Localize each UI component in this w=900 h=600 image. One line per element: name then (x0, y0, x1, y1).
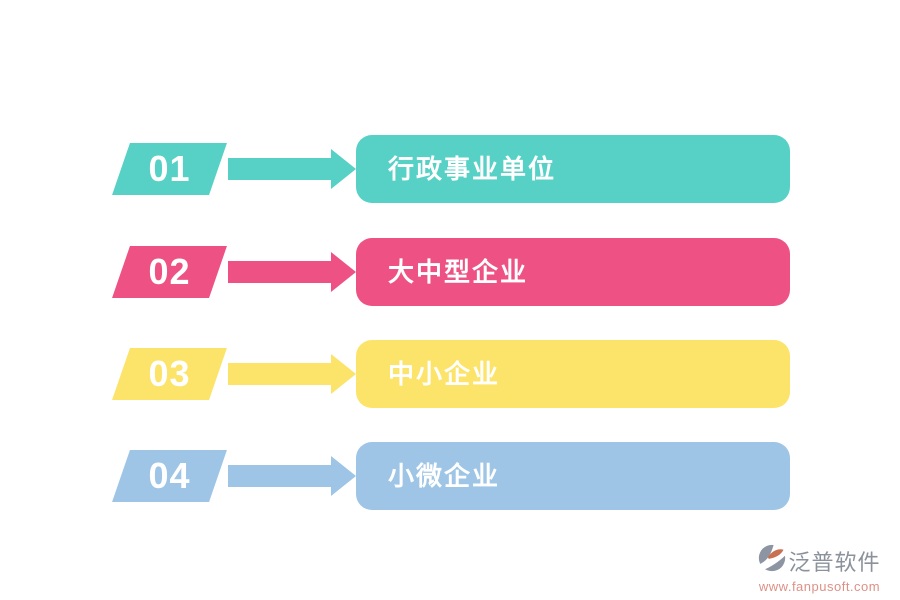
step-label-bar (356, 135, 790, 203)
step-label: 小微企业 (388, 461, 501, 491)
fanpu-logo-icon (758, 543, 787, 578)
step-number: 01 (148, 148, 191, 189)
step-label-bar (356, 238, 790, 306)
step-row-3: 03 中小企业 (0, 340, 900, 408)
arrow-icon (228, 261, 332, 283)
arrow-head-icon (331, 456, 356, 496)
arrow-head-icon (331, 354, 356, 394)
arrow-head-icon (331, 252, 356, 292)
step-label: 行政事业单位 (388, 154, 557, 184)
step-number: 03 (148, 353, 191, 394)
arrow-icon (228, 158, 332, 180)
arrow-icon (228, 363, 332, 385)
step-label: 大中型企业 (388, 257, 529, 287)
step-label-bar (356, 442, 790, 510)
watermark-brand: 泛普软件 (788, 549, 881, 575)
step-row-2: 02 大中型企业 (0, 238, 900, 306)
watermark-url: www.fanpusoft.com (758, 579, 881, 594)
step-label: 中小企业 (388, 359, 501, 389)
step-number: 02 (148, 251, 191, 292)
arrow-head-icon (331, 149, 356, 189)
arrow-icon (228, 465, 332, 487)
step-label-bar (356, 340, 790, 408)
watermark: 泛普软件 www.fanpusoft.com (747, 543, 892, 594)
step-number: 04 (148, 455, 191, 496)
step-row-1: 01 行政事业单位 (0, 135, 900, 203)
step-row-4: 04 小微企业 (0, 442, 900, 510)
